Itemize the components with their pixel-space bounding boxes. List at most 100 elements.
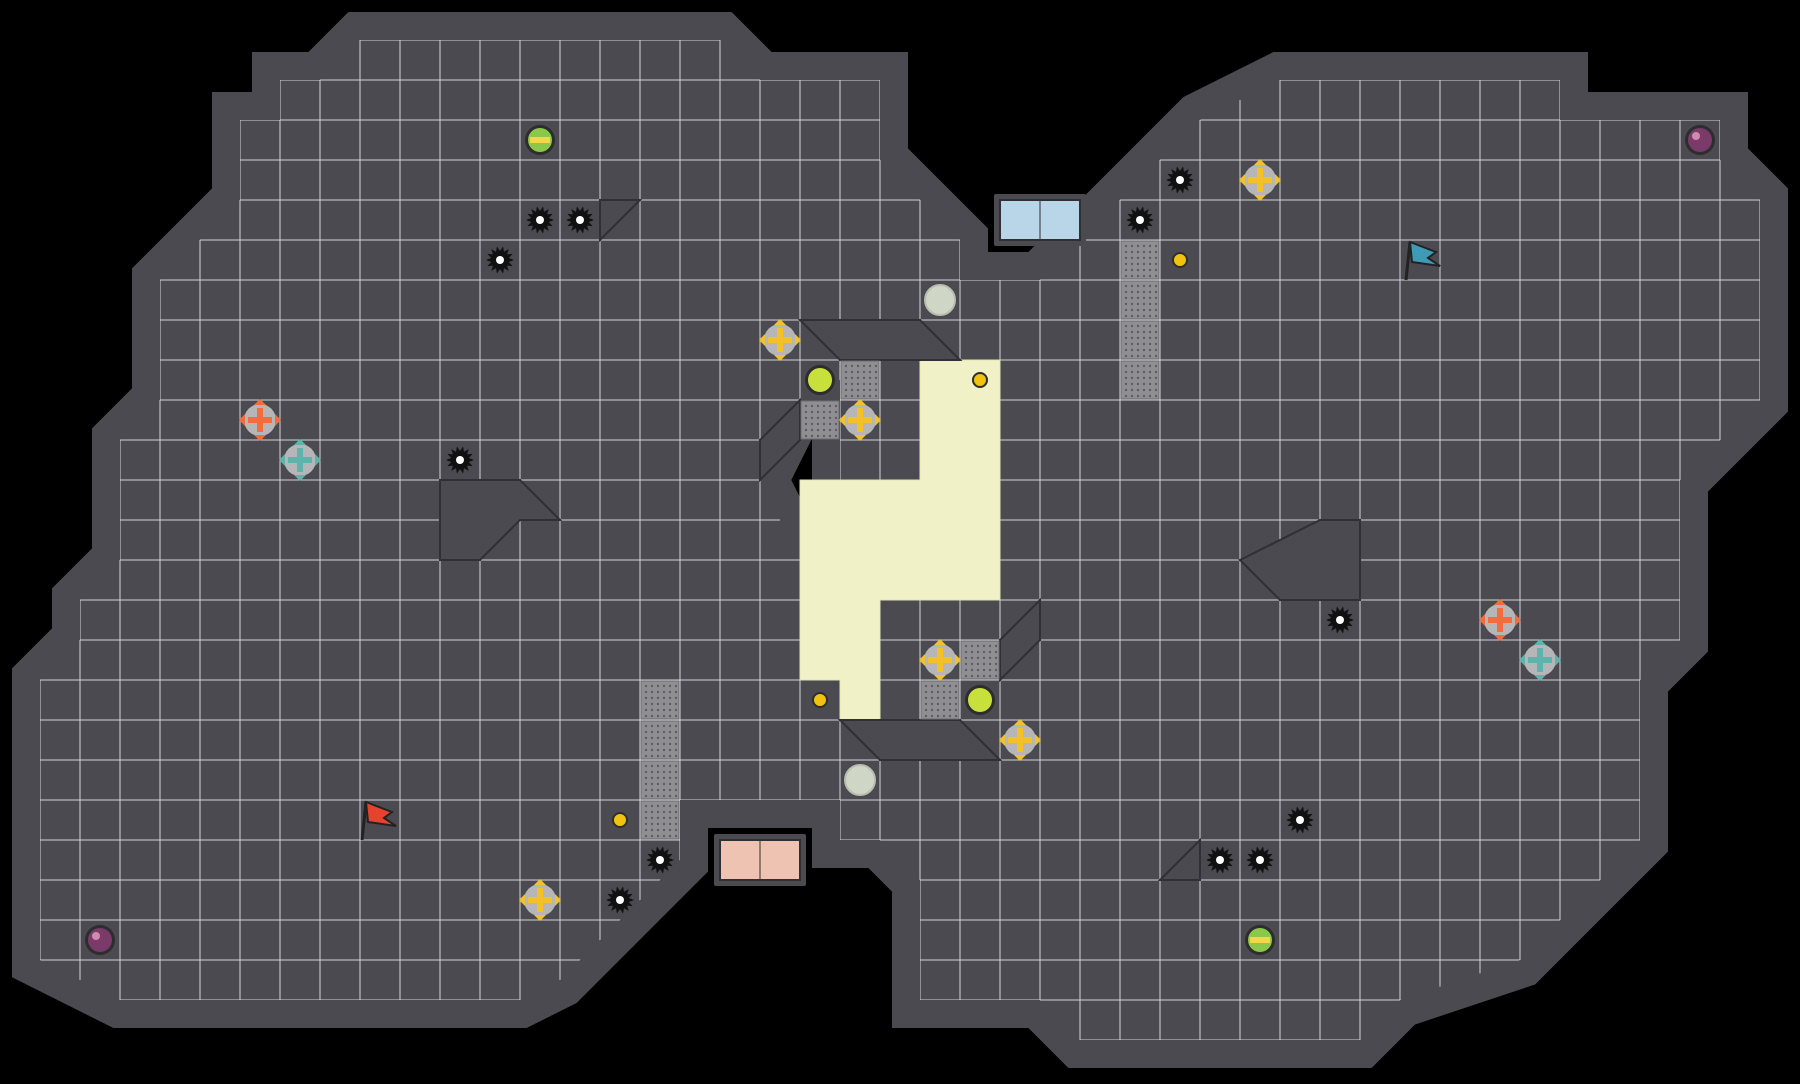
grate-hole [1130,244,1134,248]
boost-arrow [774,355,786,361]
grate-hole [862,364,866,368]
grate-hole [1124,290,1128,294]
boost-bar-h [288,457,312,463]
grate-hole [644,708,648,712]
grate-hole [644,730,648,734]
grate-hole [644,776,648,780]
boost-arrow [1534,675,1546,681]
grate-hole [644,714,648,718]
grate-hole [810,428,814,432]
grate-hole [668,794,672,798]
grate-hole [964,662,968,666]
grate-hole [1124,394,1128,398]
grate-hole [828,428,832,432]
grate-hole [1130,274,1134,278]
boost-arrow [294,439,306,445]
grate-hole [674,776,678,780]
flag-pole [360,801,368,841]
boost-arrow [1494,635,1506,641]
grate-hole [650,794,654,798]
grate-hole [650,684,654,688]
token [812,692,828,708]
grate-hole [1136,250,1140,254]
grate-hole [650,776,654,780]
grate-hole [930,708,934,712]
wall-block [837,719,1003,761]
boost-arrow [555,894,561,906]
grate-hole [1136,290,1140,294]
grate-hole [644,690,648,694]
boost-arrow [1035,734,1041,746]
grate-hole [954,690,958,694]
boost-arrow [1014,755,1026,761]
grate-hole [1142,348,1146,352]
spike-center [496,256,504,264]
grate-hole [668,702,672,706]
grate [840,360,880,400]
grate-hole [644,684,648,688]
grate-hole [650,708,654,712]
boost-arrow [275,414,281,426]
grate-hole [1136,342,1140,346]
boost-arrow [1519,654,1525,666]
grate-hole [810,410,814,414]
grate-hole [1154,256,1158,260]
striped-orb [525,125,555,155]
grate-hole [976,674,980,678]
grate-hole [674,742,678,746]
grate-hole [1136,370,1140,374]
grate-hole [668,708,672,712]
grate-hole [1154,262,1158,266]
boost-yellow [999,719,1041,761]
grate-hole [644,834,648,838]
grate-hole [1148,262,1152,266]
grate-hole [1124,376,1128,380]
boost-arrow [534,915,546,921]
grate-hole [1130,330,1134,334]
grate-hole [662,834,666,838]
grate-hole [1142,394,1146,398]
grate-hole [662,748,666,752]
grate-hole [656,754,660,758]
boost-yellow [919,639,961,681]
boost-arrow [1275,174,1281,186]
grate-tile [640,760,680,800]
grate-hole [970,662,974,666]
spike [486,246,514,274]
grate-hole [954,684,958,688]
grate-hole [924,696,928,700]
grate [640,760,680,800]
grates [640,240,1160,840]
flag-cloth [364,800,397,827]
grate-hole [982,644,986,648]
grate-hole [674,828,678,832]
bombs [85,125,1715,955]
grate-hole [994,662,998,666]
boost-arrow [279,454,285,466]
gate-red [714,834,806,886]
grate-hole [1142,302,1146,306]
grate-hole [1154,370,1158,374]
grate-hole [668,776,672,780]
grate-hole [1148,382,1152,386]
grate-hole [1142,354,1146,358]
grate-hole [656,730,660,734]
grate-hole [1136,330,1140,334]
grate-hole [850,376,854,380]
grate-hole [674,782,678,786]
grate-hole [936,690,940,694]
grate-hole [650,702,654,706]
grate-hole [942,702,946,706]
grate-hole [862,370,866,374]
grate-hole [644,816,648,820]
grate-hole [976,650,980,654]
grate-hole [656,788,660,792]
boost-yellow [519,879,561,921]
token [972,372,988,388]
grate-hole [1148,388,1152,392]
grate-hole [662,776,666,780]
grate-hole [948,702,952,706]
grate-hole [804,434,808,438]
grate-hole [964,650,968,654]
bomb [85,925,115,955]
